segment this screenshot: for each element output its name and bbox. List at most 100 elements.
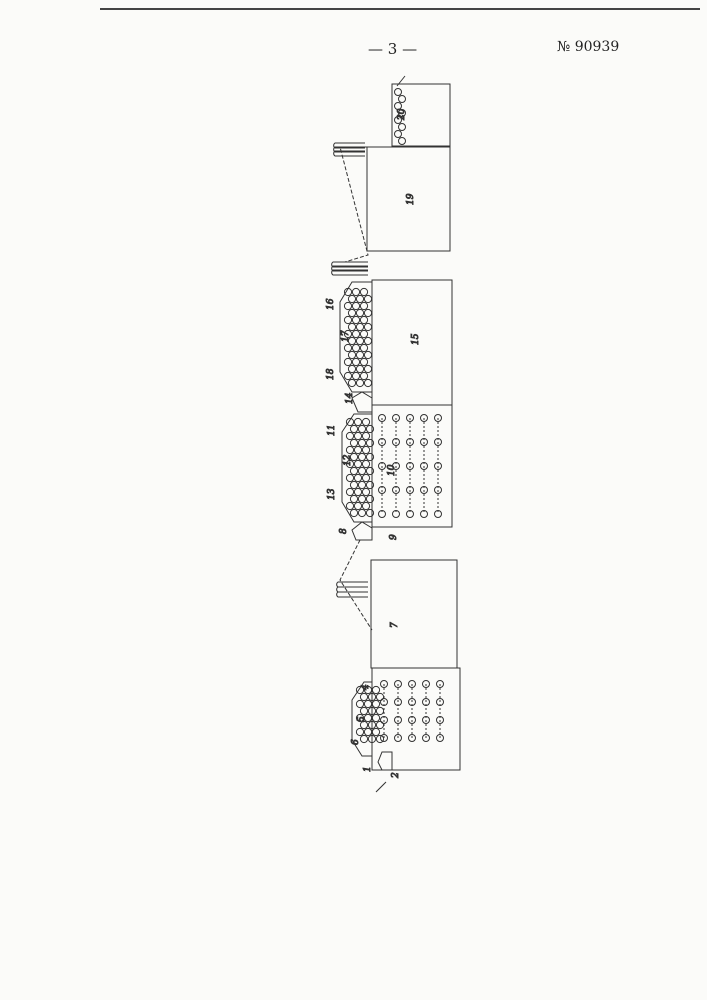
roller (356, 379, 363, 386)
roller (356, 351, 363, 358)
roller (360, 330, 367, 337)
roller (352, 330, 359, 337)
roller (350, 481, 357, 488)
roller (356, 309, 363, 316)
roller (348, 365, 355, 372)
label-16: 16 (326, 298, 336, 310)
roller (356, 700, 363, 707)
roller (364, 728, 371, 735)
label-1: 1 (363, 766, 373, 772)
roller (362, 432, 369, 439)
roller (354, 418, 361, 425)
roller (356, 728, 363, 735)
roller (352, 344, 359, 351)
roller (360, 693, 367, 700)
roller (350, 467, 357, 474)
roller (376, 707, 383, 714)
label-11: 11 (327, 425, 337, 436)
unit-19: 19 (332, 143, 450, 275)
roller (352, 372, 359, 379)
roller (346, 488, 353, 495)
label-9: 9 (389, 534, 399, 540)
roller (366, 467, 373, 474)
roller (366, 439, 373, 446)
roller (362, 488, 369, 495)
roller (360, 316, 367, 323)
roller (362, 418, 369, 425)
roller (358, 467, 365, 474)
roller (358, 509, 365, 516)
roller (344, 372, 351, 379)
fabric-loops-top (334, 143, 365, 156)
roller (346, 432, 353, 439)
label-15: 15 (411, 333, 421, 345)
label-13: 13 (327, 488, 337, 500)
unit-10-14: 14 11 12 13 10 8 9 (327, 392, 452, 540)
roller (354, 432, 361, 439)
roller (354, 488, 361, 495)
roller (372, 728, 379, 735)
roller (352, 358, 359, 365)
roller (346, 474, 353, 481)
roller (362, 502, 369, 509)
roller (364, 365, 371, 372)
roller (350, 495, 357, 502)
label-10: 10 (387, 464, 397, 476)
roller (358, 425, 365, 432)
roller (395, 103, 402, 110)
unit-1-6: 4 5 6 1 2 (351, 668, 460, 792)
label-14: 14 (345, 392, 355, 404)
label-17: 17 (341, 330, 351, 342)
label-6: 6 (351, 739, 361, 745)
roller (356, 295, 363, 302)
label-2: 2 (391, 772, 401, 779)
roller (354, 502, 361, 509)
unit-7: 7 (337, 540, 457, 668)
roller (354, 460, 361, 467)
roller (362, 474, 369, 481)
roller (360, 735, 367, 742)
fabric-loop (337, 592, 368, 597)
fabric-loop (337, 582, 368, 587)
roller (354, 446, 361, 453)
fabric-loop (337, 587, 368, 592)
unit-5-rollers (356, 686, 383, 742)
roller (360, 707, 367, 714)
roller (366, 509, 373, 516)
roller (364, 337, 371, 344)
fabric-loops-bottom (332, 262, 368, 275)
roller (350, 425, 357, 432)
roller (362, 460, 369, 467)
roller (376, 693, 383, 700)
roller (362, 446, 369, 453)
roller (360, 302, 367, 309)
label-8: 8 (339, 528, 349, 534)
roller (364, 323, 371, 330)
roller (348, 295, 355, 302)
roller (399, 138, 406, 145)
label-19: 19 (406, 193, 416, 205)
roller (358, 453, 365, 460)
roller (350, 439, 357, 446)
roller (360, 358, 367, 365)
roller (399, 124, 406, 131)
roller (348, 351, 355, 358)
roller (356, 323, 363, 330)
roller (354, 474, 361, 481)
roller (358, 481, 365, 488)
roller (364, 379, 371, 386)
roller (348, 379, 355, 386)
roller (395, 89, 402, 96)
label-20: 20 (397, 108, 407, 121)
roller (360, 344, 367, 351)
label-5: 5 (357, 716, 367, 722)
roller (372, 700, 379, 707)
roller (358, 439, 365, 446)
fabric-loops-7 (337, 582, 368, 597)
label-12: 12 (343, 454, 353, 466)
roller (364, 351, 371, 358)
roller (344, 358, 351, 365)
roller (344, 302, 351, 309)
roller (346, 502, 353, 509)
